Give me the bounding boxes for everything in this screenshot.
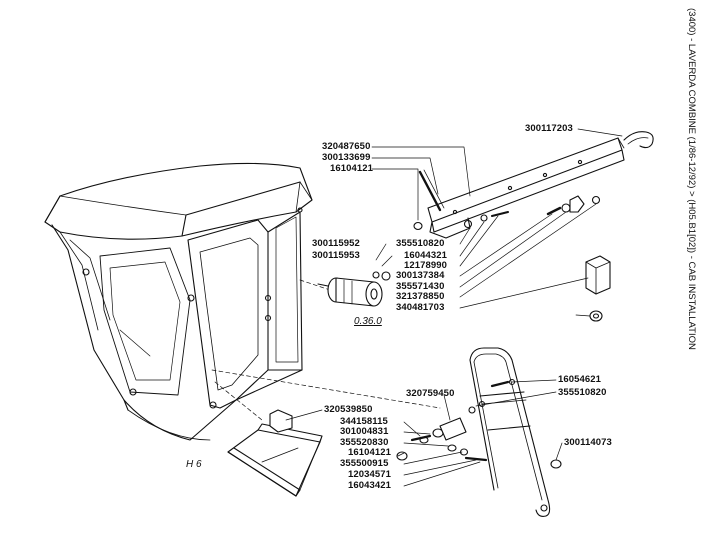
part-number-label: 321378850 [396,291,445,302]
part-number-label: 355571430 [396,281,445,292]
part-number-label: 300133699 [322,152,371,163]
part-number-label: 16043421 [348,480,392,491]
part-number-label: 16044321 [404,250,448,261]
part-number-label: 320539850 [324,404,373,415]
part-number-label: 300115952 [312,238,360,249]
part-number-label: 355510820 [558,387,607,398]
motor-drawing [317,271,391,307]
part-number-label: 300115953 [312,250,360,261]
part-number-label: 355500915 [340,458,389,469]
leader-lines [285,128,623,487]
part-number-label: 16104121 [348,447,392,458]
part-number-label: 12034571 [348,469,392,480]
small-parts-drawing [269,409,488,462]
part-number-label: 340481703 [396,302,445,313]
part-number-label: 355510820 [396,238,445,249]
part-number-label: 16054621 [558,374,602,385]
part-number-label: 344158115 [340,416,388,427]
part-number-label: 355520830 [340,437,389,448]
part-number-label: 320487650 [322,141,371,152]
part-number-label: 320759450 [406,388,455,399]
part-number-label: 16104121 [330,163,374,174]
handrail-drawing [468,347,562,517]
part-number-label: 300117203 [525,123,573,134]
part-number-label: 300114073 [564,437,612,448]
part-number-label: 301004831 [340,426,389,437]
part-number-label: 12178990 [404,260,448,271]
assembly-reference: 0.36.0 [354,316,382,327]
clip-drawing [585,255,611,322]
part-number-label: 300137384 [396,270,445,281]
mirror-arm-drawing [413,131,654,239]
cab-drawing [44,162,441,441]
group-label: H 6 [186,459,202,470]
bracket-h6-drawing [227,423,323,497]
